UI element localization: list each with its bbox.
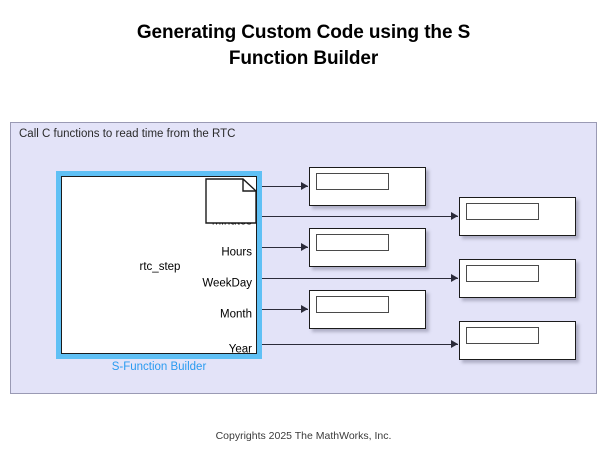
display-value-year <box>466 327 539 344</box>
display-value-weekday <box>466 265 539 282</box>
output-port-label-month: Month <box>220 308 252 321</box>
signal-line-minutes <box>262 216 458 217</box>
display-block-year[interactable] <box>459 321 576 360</box>
s-function-block-body[interactable]: rtc_step Seconds Minutes Hours WeekDay M… <box>61 176 257 356</box>
s-function-name-label: rtc_step <box>139 261 181 273</box>
signal-line-hours <box>262 247 308 248</box>
output-port-label-hours: Hours <box>221 246 252 259</box>
signal-arrow-weekday <box>451 274 458 282</box>
output-port-label-year: Year <box>228 343 252 356</box>
copyright-notice: Copyrights 2025 The MathWorks, Inc. <box>215 430 392 442</box>
signal-arrow-month <box>301 305 308 313</box>
signal-arrow-year <box>451 340 458 348</box>
signal-line-year <box>262 344 458 345</box>
page-title-line-1: Generating Custom Code using the S <box>136 22 471 43</box>
signal-line-month <box>262 309 308 310</box>
display-block-hours[interactable] <box>309 228 426 267</box>
simulink-model-canvas[interactable]: Call C functions to read time from the R… <box>10 122 597 394</box>
s-function-builder-caption: S-Function Builder <box>111 361 207 373</box>
output-port-label-weekday: WeekDay <box>202 277 252 290</box>
display-value-month <box>316 296 389 313</box>
display-block-weekday[interactable] <box>459 259 576 298</box>
s-function-builder-block[interactable]: rtc_step Seconds Minutes Hours WeekDay M… <box>56 171 262 373</box>
display-value-hours <box>316 234 389 251</box>
signal-arrow-hours <box>301 243 308 251</box>
signal-line-seconds <box>262 186 308 187</box>
signal-line-weekday <box>262 278 458 279</box>
signal-arrow-minutes <box>451 212 458 220</box>
signal-arrow-seconds <box>301 182 308 190</box>
display-block-seconds[interactable] <box>309 167 426 206</box>
display-value-minutes <box>466 203 539 220</box>
canvas-annotation-text: Call C functions to read time from the R… <box>19 128 236 140</box>
display-block-minutes[interactable] <box>459 197 576 236</box>
display-block-month[interactable] <box>309 290 426 329</box>
page-title-line-2: Function Builder <box>228 48 379 69</box>
document-page-icon <box>205 178 257 224</box>
display-value-seconds <box>316 173 389 190</box>
page-title: Generating Custom Code using the S Funct… <box>0 20 607 72</box>
